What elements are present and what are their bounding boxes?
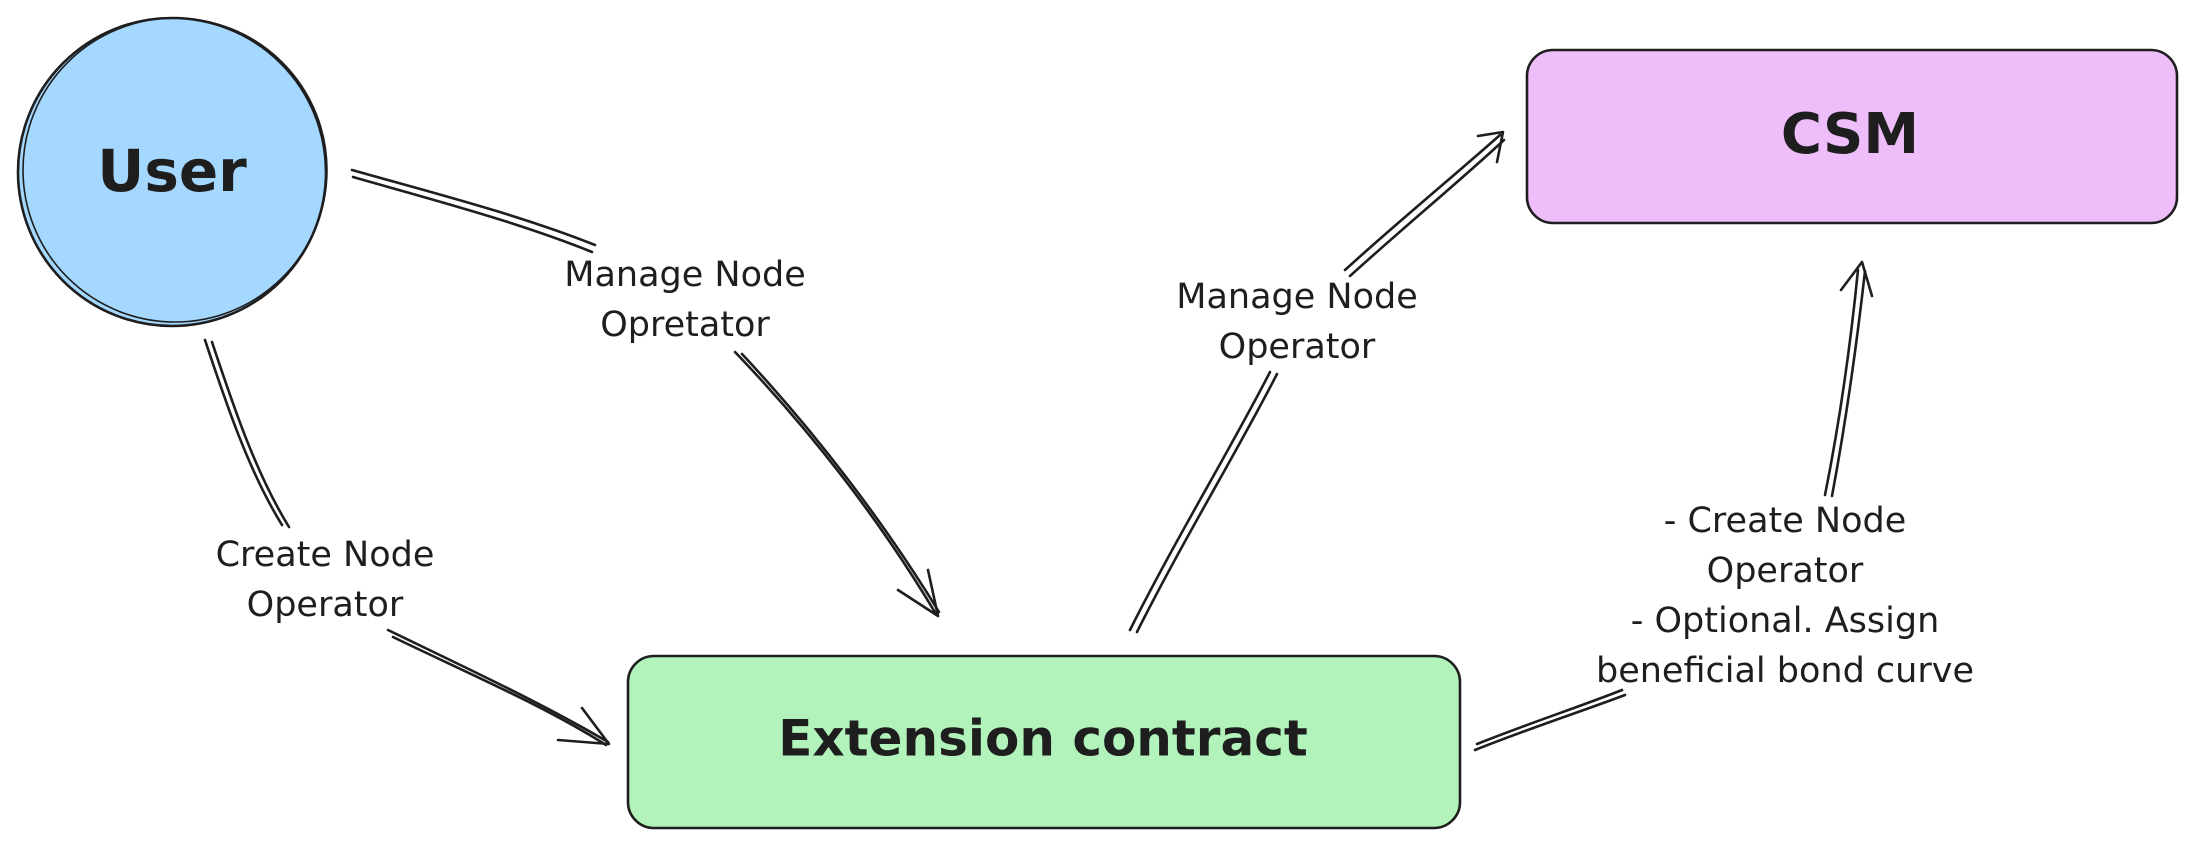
edge-user-extension-manage-label-2: Opretator <box>600 305 770 345</box>
csm-node[interactable]: CSM <box>1525 48 2179 225</box>
edge-extension-csm-create-line-end <box>1823 268 1860 497</box>
edge-extension-csm-create-label-4: beneficial bond curve <box>1596 651 1974 691</box>
edge-user-extension-create-line-start-2 <box>210 340 291 529</box>
edge-extension-csm-create-line-start <box>1473 693 1627 752</box>
user-node-outline <box>22 17 328 323</box>
edge-extension-csm-create-arrowhead <box>1839 260 1874 298</box>
edge-user-extension-manage-label-1: Manage Node <box>564 255 806 295</box>
edge-user-extension-create-line-end-2 <box>391 635 608 747</box>
edge-user-extension-manage-line-start <box>350 168 597 247</box>
edge-extension-to-csm-create: - Create Node Operator - Optional. Assig… <box>1473 260 1974 752</box>
edge-user-extension-manage-line-end-2 <box>740 352 941 614</box>
edge-user-extension-create-label-1: Create Node <box>216 535 435 575</box>
edge-user-extension-manage-arrowhead <box>896 568 940 618</box>
edge-user-extension-manage-line-end <box>733 350 938 616</box>
edge-extension-csm-manage-arrowhead <box>1476 130 1505 164</box>
edge-extension-csm-manage-line-end <box>1343 133 1502 272</box>
edge-extension-csm-create-label-2: Operator <box>1707 551 1864 591</box>
edge-extension-csm-manage-line-start <box>1128 370 1272 632</box>
csm-node-shape <box>1525 48 2179 225</box>
edge-extension-csm-manage-label-1: Manage Node <box>1176 277 1418 317</box>
edge-user-extension-create-label-2: Operator <box>247 585 404 625</box>
edge-extension-csm-manage-line-end-2 <box>1348 138 1506 278</box>
edge-user-extension-create-arrowhead <box>556 706 611 746</box>
extension-contract-node-shape <box>626 654 1462 830</box>
extension-contract-node[interactable]: Extension contract <box>626 654 1462 830</box>
edge-extension-csm-create-line-start-2 <box>1475 688 1624 746</box>
edge-extension-csm-create-label-3: - Optional. Assign <box>1631 601 1940 641</box>
user-node[interactable]: User <box>16 16 328 328</box>
edge-user-to-extension-manage: Manage Node Opretator <box>350 168 941 618</box>
edge-extension-to-csm-manage: Manage Node Operator <box>1128 130 1506 634</box>
edge-extension-csm-manage-label-2: Operator <box>1219 327 1376 367</box>
edge-extension-csm-create-label-1: - Create Node <box>1664 501 1907 541</box>
edge-extension-csm-manage-line-start-2 <box>1135 372 1279 634</box>
extension-contract-node-label: Extension contract <box>778 710 1308 768</box>
user-node-label: User <box>97 137 247 205</box>
edge-user-extension-create-line-start <box>203 338 284 527</box>
csm-node-label: CSM <box>1781 102 1919 167</box>
edge-user-extension-manage-line-start-2 <box>351 175 594 254</box>
edge-user-to-extension-create: Create Node Operator <box>203 338 611 747</box>
edge-user-extension-create-line-end <box>386 628 610 744</box>
edge-extension-csm-create-line-end-2 <box>1830 269 1867 498</box>
